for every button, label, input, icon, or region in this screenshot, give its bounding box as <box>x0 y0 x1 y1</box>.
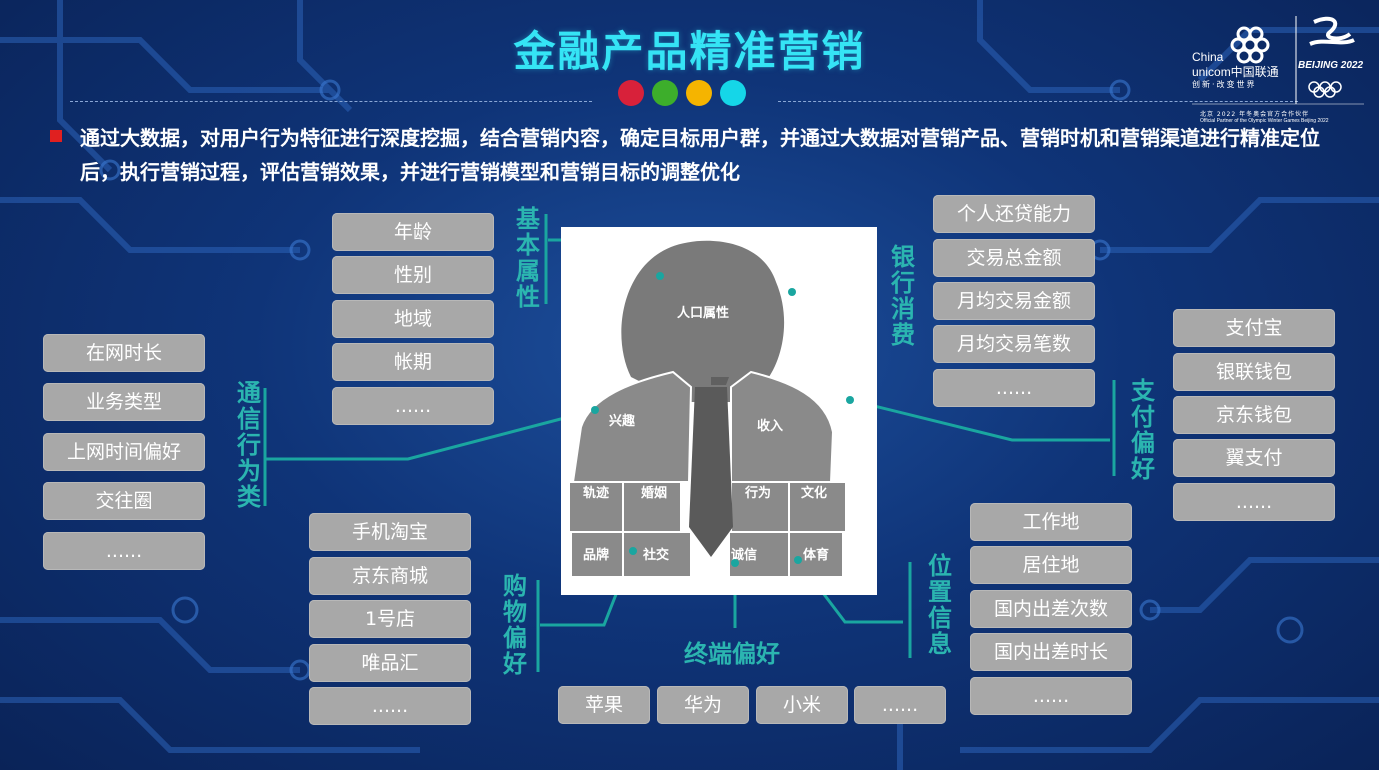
dot-cyan <box>720 80 746 106</box>
label-communication-behavior: 通信行为类 <box>237 379 261 511</box>
terminal-item: 苹果 <box>558 686 650 724</box>
logo-china: China <box>1192 50 1224 64</box>
shop-item: 手机淘宝 <box>309 513 471 551</box>
divider-left <box>70 101 592 102</box>
label-payment-preference: 支付偏好 <box>1131 377 1155 483</box>
logo-partner-en: Official Partner of the Olympic Winter G… <box>1200 118 1329 124</box>
bank-item: 月均交易金额 <box>933 282 1095 320</box>
comm-item: 上网时间偏好 <box>43 433 205 471</box>
description-text: 通过大数据，对用户行为特征进行深度挖掘，结合营销内容，确定目标用户群，并通过大数… <box>80 126 1320 184</box>
basic-item: 年龄 <box>332 213 494 251</box>
head-label: 人口属性 <box>677 305 729 321</box>
piece-income: 收入 <box>757 418 783 434</box>
shop-item: 1号店 <box>309 600 471 638</box>
terminal-item: 华为 <box>657 686 749 724</box>
color-dots <box>618 80 746 106</box>
location-item: 工作地 <box>970 503 1132 541</box>
comm-item: ...... <box>43 532 205 570</box>
comm-item: 在网时长 <box>43 334 205 372</box>
bullet-square-icon <box>50 130 62 142</box>
location-item: 居住地 <box>970 546 1132 584</box>
shop-item: 京东商城 <box>309 557 471 595</box>
logo-slogan: 创新·改变世界 <box>1192 80 1257 89</box>
label-basic-attributes: 基本属性 <box>516 205 540 311</box>
bank-item: 交易总金额 <box>933 239 1095 277</box>
figure-pieces: 兴趣 收入 轨迹 婚姻 行为 文化 品牌 社交 诚信 体育 <box>583 413 829 563</box>
basic-item: 帐期 <box>332 343 494 381</box>
label-location-info: 位置信息 <box>928 552 952 658</box>
basic-item: 地域 <box>332 300 494 338</box>
bank-item: ...... <box>933 369 1095 407</box>
figure-head: 人口属性 <box>621 240 785 402</box>
pay-item: 翼支付 <box>1173 439 1335 477</box>
terminal-item: 小米 <box>756 686 848 724</box>
dot-yellow <box>686 80 712 106</box>
location-item: 国内出差时长 <box>970 633 1132 671</box>
logo-partner-cn: 北京 2022 年冬奥会官方合作伙伴 <box>1200 111 1310 118</box>
terminal-item: ...... <box>854 686 946 724</box>
pay-item: 银联钱包 <box>1173 353 1335 391</box>
label-terminal-preference: 终端偏好 <box>684 640 780 668</box>
basic-item: 性别 <box>332 256 494 294</box>
logo-unicom: unicom中国联通 <box>1192 65 1279 79</box>
bank-item: 月均交易笔数 <box>933 325 1095 363</box>
piece-marriage: 婚姻 <box>641 485 667 501</box>
label-shopping-preference: 购物偏好 <box>503 572 527 678</box>
pay-item: 京东钱包 <box>1173 396 1335 434</box>
piece-culture: 文化 <box>801 485 827 501</box>
user-profile-figure: 人口属性 兴趣 收入 轨迹 婚姻 行为 文化 品牌 社交 诚信 体育 <box>561 227 877 595</box>
divider-right <box>778 101 1298 102</box>
piece-brand: 品牌 <box>583 547 609 563</box>
page-title: 金融产品精准营销 <box>513 27 866 76</box>
piece-trajectory: 轨迹 <box>583 485 609 501</box>
pay-item: ...... <box>1173 483 1335 521</box>
unicom-beijing2022-logo: China unicom中国联通 创新·改变世界 BEIJING 2022 北京… <box>1192 12 1367 132</box>
comm-item: 业务类型 <box>43 383 205 421</box>
piece-sports: 体育 <box>803 547 829 563</box>
shop-item: 唯品汇 <box>309 644 471 682</box>
location-item: 国内出差次数 <box>970 590 1132 628</box>
basic-item: ...... <box>332 387 494 425</box>
logo-emblem-icon <box>1192 16 1364 105</box>
location-item: ...... <box>970 677 1132 715</box>
dot-red <box>618 80 644 106</box>
piece-interest: 兴趣 <box>609 413 636 429</box>
bank-item: 个人还贷能力 <box>933 195 1095 233</box>
piece-credit: 诚信 <box>731 547 757 563</box>
shop-item: ...... <box>309 687 471 725</box>
label-bank-consumption: 银行消费 <box>891 243 915 349</box>
piece-social: 社交 <box>642 547 669 563</box>
comm-item: 交往圈 <box>43 482 205 520</box>
piece-behavior: 行为 <box>744 485 771 501</box>
dot-green <box>652 80 678 106</box>
logo-beijing2022: BEIJING 2022 <box>1298 60 1364 71</box>
pay-item: 支付宝 <box>1173 309 1335 347</box>
